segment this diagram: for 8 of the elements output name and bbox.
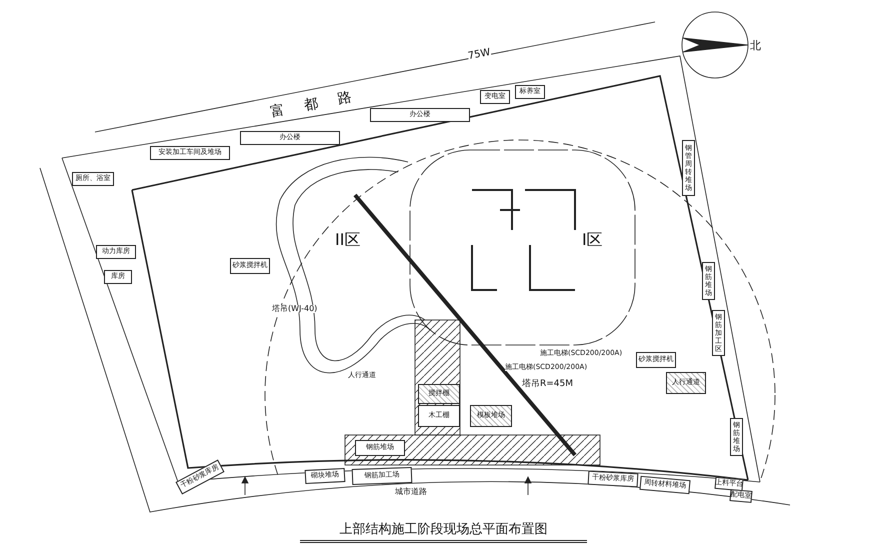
road-code: 75W xyxy=(467,48,492,62)
caption: 上部结构施工阶段现场总平面布置图 xyxy=(300,520,587,543)
north-label: 北 xyxy=(750,40,761,51)
crane-label: 塔吊R=45M xyxy=(522,380,574,389)
road-name: 城市道路 xyxy=(395,488,427,496)
zone-label: II区 xyxy=(335,232,360,248)
zone-label: I区 xyxy=(582,232,603,248)
crane-label: 塔吊(WJ-40) xyxy=(272,305,318,313)
